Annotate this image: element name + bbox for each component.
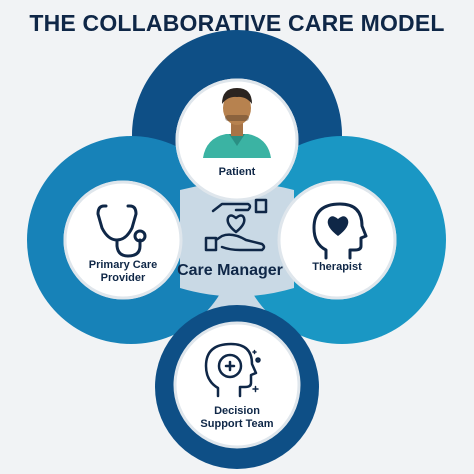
patient-label: Patient xyxy=(219,166,256,178)
primary-care-label-line2: Provider xyxy=(101,272,146,284)
decision-support-label-line1: Decision xyxy=(214,405,260,417)
head-heart-icon xyxy=(312,202,368,260)
decision-support-circle xyxy=(173,321,301,449)
primary-care-label-line1: Primary Care xyxy=(89,259,158,271)
therapist-label: Therapist xyxy=(312,261,362,273)
care-manager-label: Care Manager xyxy=(177,262,283,279)
person-avatar-icon xyxy=(203,88,271,158)
head-medical-cross-icon xyxy=(204,342,261,398)
decision-support-label-line2: Support Team xyxy=(200,418,273,430)
stethoscope-icon xyxy=(96,204,147,258)
hands-heart-icon xyxy=(204,198,268,252)
